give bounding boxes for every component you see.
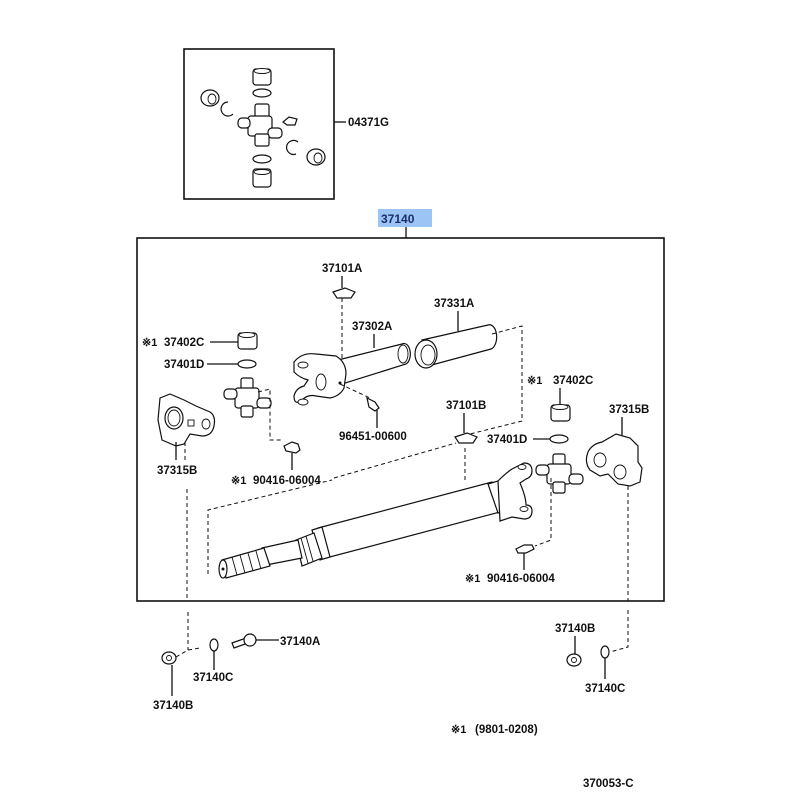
plug-96451-00600: [366, 396, 380, 412]
dash-90416-upper: [333, 442, 457, 479]
kit-bearing-cap-right: [286, 139, 326, 166]
part-label-37140C-left[interactable]: 37140C: [193, 672, 233, 684]
assembly-title[interactable]: 37140: [378, 209, 432, 227]
kit-spider: [237, 103, 283, 147]
dash-hardware-right: [609, 610, 629, 653]
kit-bearing-cap-top: [252, 68, 272, 98]
part-label-37401D-right[interactable]: 37401D: [487, 434, 527, 446]
dash-spider-right: [534, 478, 552, 547]
washer-37140C-left: [209, 638, 219, 652]
part-label-37140A[interactable]: 37140A: [280, 636, 320, 648]
kit-box: 04371G: [183, 48, 389, 200]
dash-hardware-left-2: [175, 647, 201, 658]
footnote-mark-90416-upper: ※1: [231, 475, 246, 487]
nut-37140B-right: [566, 653, 582, 667]
assembly-highlight: [378, 209, 432, 227]
dust-cover-37331A: [414, 324, 498, 369]
footnote-mark-37402C-right: ※1: [527, 375, 542, 387]
dash-96451: [339, 383, 371, 399]
kit-grease-fitting: [282, 116, 298, 126]
part-label-37401D-left[interactable]: 37401D: [164, 359, 204, 371]
dash-37331A: [469, 325, 523, 435]
balance-weight-37101A: [332, 287, 356, 299]
dash-shaft-left: [207, 479, 333, 574]
part-label-37101B[interactable]: 37101B: [446, 400, 486, 412]
footnote-mark-37402C-left: ※1: [142, 337, 157, 349]
snap-ring-37401D-left: [237, 359, 257, 369]
nut-37140B-left: [161, 651, 177, 665]
part-label-04371G[interactable]: 04371G: [348, 117, 389, 129]
flange-yoke-37315B-left: [157, 393, 216, 447]
slip-yoke-37302A: [293, 342, 411, 406]
spider-right: [535, 453, 584, 494]
part-label-37331A[interactable]: 37331A: [434, 298, 474, 310]
assembly-frame: [136, 237, 665, 602]
spider-left: [223, 377, 272, 418]
washer-37140C-right: [600, 645, 610, 659]
driveshaft-tube: [218, 462, 533, 579]
part-label-90416-06004-upper[interactable]: 90416-06004: [253, 475, 321, 487]
footnote-mark-90416-lower: ※1: [465, 573, 480, 585]
footnote-date-range: (9801-0208): [475, 724, 538, 736]
footnote-mark: ※1: [451, 724, 466, 736]
snap-ring-37401D-right: [549, 434, 569, 444]
grease-fitting-90416-lower: [515, 544, 535, 554]
part-label-37140C-right[interactable]: 37140C: [585, 683, 625, 695]
part-label-37140B-left[interactable]: 37140B: [153, 700, 193, 712]
kit-frame: [183, 48, 335, 200]
dash-spider-left: [257, 388, 282, 441]
part-label-37402C-left[interactable]: 37402C: [164, 337, 204, 349]
balance-weight-37101B: [454, 432, 478, 444]
bearing-cup-37402C-right: [550, 404, 571, 422]
part-label-37315B-right[interactable]: 37315B: [609, 404, 649, 416]
bearing-cup-37402C-left: [237, 332, 258, 350]
grease-fitting-90416-upper: [283, 441, 301, 454]
kit-bearing-cap-bottom: [252, 154, 272, 188]
part-label-37140[interactable]: 37140: [381, 212, 415, 226]
flange-yoke-37315B-right: [585, 433, 643, 487]
part-label-37101A[interactable]: 37101A: [322, 263, 362, 275]
diagram-code: 370053-C: [583, 778, 634, 790]
part-label-37315B-left[interactable]: 37315B: [157, 465, 197, 477]
part-label-37140B-right[interactable]: 37140B: [555, 623, 595, 635]
kit-bearing-cap-left: [200, 89, 234, 117]
part-label-96451-00600[interactable]: 96451-00600: [339, 431, 407, 443]
part-label-37402C-right[interactable]: 37402C: [553, 375, 593, 387]
part-label-37302A[interactable]: 37302A: [352, 321, 392, 333]
bolt-37140A: [231, 633, 257, 649]
part-label-90416-06004-lower[interactable]: 90416-06004: [487, 573, 555, 585]
